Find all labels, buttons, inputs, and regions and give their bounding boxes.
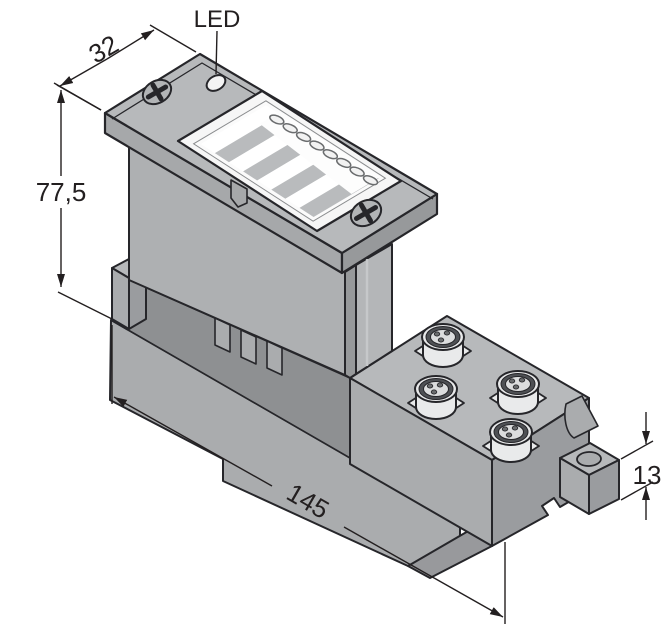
m8-connectors: [407, 323, 547, 463]
lid-hardware: [141, 74, 383, 228]
block-front-face: [349, 377, 493, 547]
tab-front-face: [111, 267, 130, 330]
foot-side-face: [588, 459, 620, 515]
dimension-145: [111, 325, 506, 624]
m8-connector: [407, 375, 465, 420]
dim-13-label: 13: [633, 460, 662, 490]
led-indicator: [307, 140, 326, 152]
dimension-annotations: [53, 24, 654, 624]
module-body: [128, 146, 357, 379]
block-top-notch: [564, 395, 599, 439]
led-indicator: [321, 148, 340, 160]
led-leader-line: [215, 30, 218, 75]
led-indicator: [334, 157, 353, 169]
mounting-foot: [559, 442, 620, 515]
lid-clip-tab: [230, 179, 248, 208]
label-plate: [178, 91, 401, 231]
led-indicator: [361, 174, 380, 186]
screw-icon: [141, 78, 173, 106]
led-indicator: [348, 166, 367, 178]
screw-icon: [349, 198, 383, 228]
connector-block: [349, 315, 599, 547]
led-indicator: [294, 131, 313, 143]
led-indicator: [267, 114, 286, 126]
led-hole: [205, 74, 227, 92]
support-column: [355, 243, 393, 375]
dimension-13: [620, 412, 654, 520]
m8-connector: [414, 323, 472, 368]
led-label: LED: [194, 6, 241, 33]
m8-connector: [482, 418, 540, 463]
foot-mounting-hole: [576, 451, 602, 467]
m8-connector: [489, 370, 547, 415]
dimension-77-5: [56, 84, 113, 320]
body-right-face: [344, 264, 357, 379]
dim-77-5-label: 77,5: [36, 177, 87, 207]
dim-32-label: 32: [83, 29, 123, 69]
led-indicator: [281, 122, 300, 134]
led-indicator-row: [267, 114, 380, 187]
